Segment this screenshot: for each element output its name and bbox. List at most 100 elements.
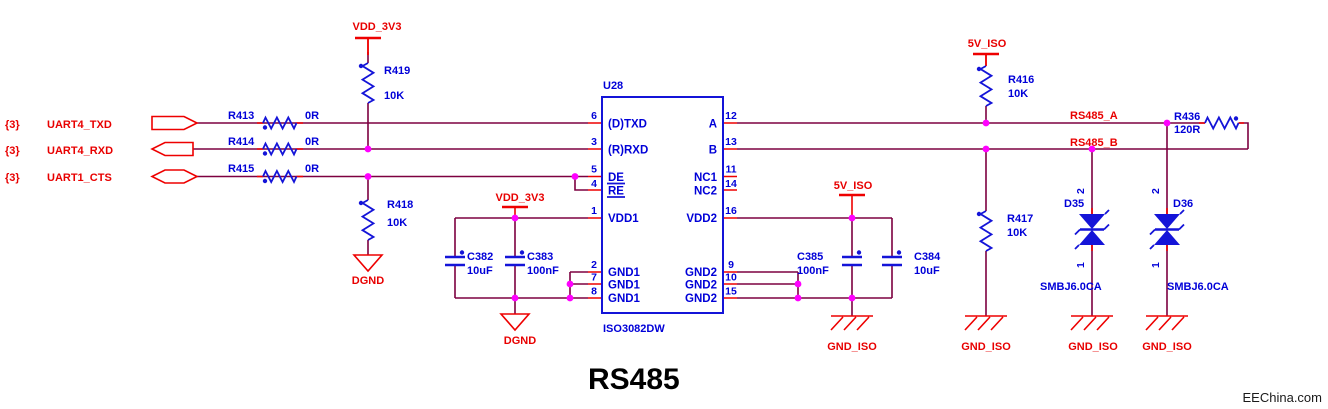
resistor-r436 <box>1204 115 1240 131</box>
capacitor-c385 <box>842 255 862 267</box>
junction-dots <box>364 119 1171 302</box>
junction-dot <box>1088 145 1096 153</box>
wire-vdd1-rail <box>454 217 588 298</box>
pin-number-14: 14 <box>725 178 737 190</box>
label-r415-ref: R415 <box>228 163 254 175</box>
pin-number-3: 3 <box>591 136 597 148</box>
pin-name-re: RE <box>608 186 624 198</box>
pin-name-b: B <box>709 145 717 157</box>
power-symbol-vdd3v3-top <box>355 36 381 55</box>
pin-number-11: 11 <box>725 164 736 176</box>
capacitor-c384 <box>882 255 902 267</box>
label-c384-ref: C384 <box>914 251 941 263</box>
wire-gndiso-rail <box>798 297 892 316</box>
bidir-port-arrow <box>150 169 199 184</box>
label-net-uart1-cts: UART1_CTS <box>47 172 112 184</box>
wire-uart1-cts <box>197 175 588 191</box>
pin-name-nc2: NC2 <box>694 186 717 198</box>
label-r416-value: 10K <box>1008 88 1028 100</box>
label-r416-ref: R416 <box>1008 74 1034 86</box>
resistor-r414 <box>262 141 298 157</box>
port-uart4-txd <box>151 115 199 131</box>
label-dgnd-2: DGND <box>504 335 536 347</box>
label-chip-refdes: U28 <box>603 80 623 92</box>
pin-number-9: 9 <box>728 259 734 271</box>
wire-gnd2-loop <box>737 271 799 299</box>
junction-dot <box>982 119 990 127</box>
tvs-diode-d35 <box>1074 209 1110 250</box>
pin-name-gnd1-c: GND1 <box>608 293 641 305</box>
chip-right-pin-stubs <box>723 122 737 299</box>
label-d36-ref: D36 <box>1173 198 1193 210</box>
watermark: EEChina.com <box>1243 390 1322 405</box>
chip-body <box>601 96 724 314</box>
pin-number-6: 6 <box>591 110 597 122</box>
gndiso-symbol-2 <box>964 315 1007 331</box>
label-d35-ref: D35 <box>1064 198 1084 210</box>
label-r417-value: 10K <box>1007 227 1027 239</box>
resistor-r415 <box>262 168 298 185</box>
dgnd-symbol-2 <box>499 313 531 332</box>
label-c383-ref: C383 <box>527 251 553 263</box>
label-net-uart4-txd: UART4_TXD <box>47 119 112 131</box>
capacitor-c383 <box>505 255 525 267</box>
pin-number-5: 5 <box>591 164 597 176</box>
label-d35-pin1: 1 <box>1075 262 1087 268</box>
label-chip-part: ISO3082DW <box>603 323 665 335</box>
pin-number-4: 4 <box>591 178 597 190</box>
label-r418-value: 10K <box>387 217 407 229</box>
pin-number-10: 10 <box>725 272 737 284</box>
label-vdd3v3-top: VDD_3V3 <box>353 21 402 33</box>
label-5viso-mid: 5V_ISO <box>834 180 873 192</box>
pin-number-2: 2 <box>591 259 597 271</box>
label-r413-ref: R413 <box>228 110 254 122</box>
label-d36-pin1: 1 <box>1150 262 1162 268</box>
label-r414-ref: R414 <box>228 136 255 148</box>
power-symbol-5viso-top <box>973 52 999 66</box>
pin-name-gnd2-b: GND2 <box>685 280 717 292</box>
label-net-rs485-a: RS485_A <box>1070 110 1118 122</box>
pin-name-gnd2-a: GND2 <box>685 267 717 279</box>
label-d36-pin2: 2 <box>1150 188 1162 194</box>
junction-dot <box>364 145 372 153</box>
junction-dot <box>511 294 519 302</box>
junction-dot <box>364 173 372 180</box>
output-port-arrow <box>151 115 199 131</box>
pin-number-7: 7 <box>591 272 597 284</box>
label-r414-value: 0R <box>305 136 319 148</box>
resistor-r416 <box>978 65 994 107</box>
wire-rs485-a <box>737 122 1249 149</box>
label-net-uart4-rxd: UART4_RXD <box>47 145 113 157</box>
label-r436-value: 120R <box>1174 124 1200 136</box>
label-c385-value: 100nF <box>797 265 829 277</box>
junction-dot <box>511 214 519 222</box>
label-c383-value: 100nF <box>527 265 559 277</box>
port-uart1-cts <box>150 169 199 184</box>
junction-dot <box>566 294 574 302</box>
resistor-r418 <box>360 199 376 241</box>
gndiso-symbol-3 <box>1070 315 1113 331</box>
pin-name-gnd1-a: GND1 <box>608 267 641 279</box>
label-5viso-top: 5V_ISO <box>968 38 1007 50</box>
gndiso-symbol-4 <box>1145 315 1188 331</box>
junction-dot <box>848 214 856 222</box>
pin-stubs <box>257 38 1244 299</box>
pin-number-8: 8 <box>591 286 597 298</box>
pin-name-vdd1: VDD1 <box>608 213 639 225</box>
pin-name-de: DE <box>608 172 624 184</box>
junction-dot <box>794 294 802 302</box>
de-re-underlines <box>607 182 625 198</box>
label-d36-part: SMBJ6.0CA <box>1167 281 1229 293</box>
pin-name-dtxd: (D)TXD <box>608 119 647 131</box>
dgnd-symbol-1 <box>352 254 384 273</box>
label-gndiso-3: GND_ISO <box>1068 341 1118 353</box>
resistor-r413 <box>262 115 298 131</box>
pin-number-16: 16 <box>725 205 737 217</box>
pin-name-a: A <box>709 119 717 131</box>
label-dgnd-1: DGND <box>352 275 384 287</box>
resistor-r419 <box>360 62 376 104</box>
label-r419-value: 10K <box>384 90 404 102</box>
junction-dot <box>848 294 856 302</box>
pin-name-gnd1-b: GND1 <box>608 280 641 292</box>
